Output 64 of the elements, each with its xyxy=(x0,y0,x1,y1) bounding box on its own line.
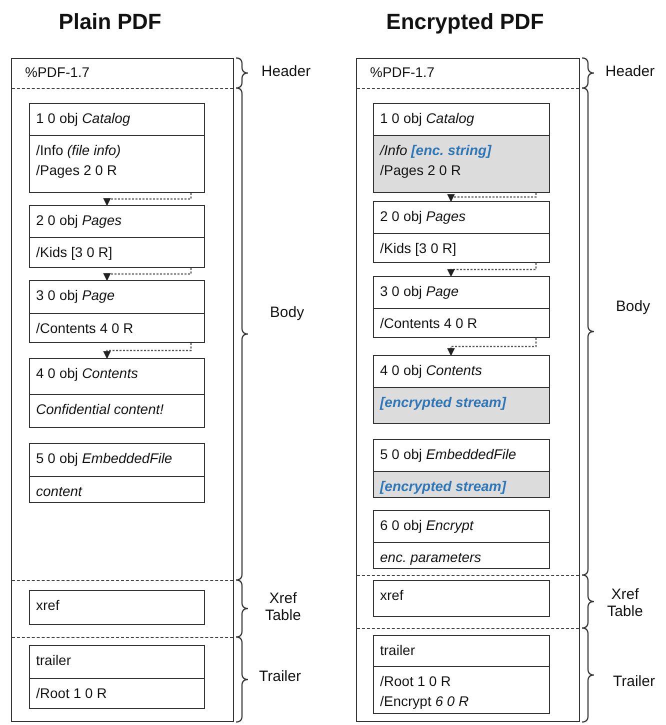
object-header: 5 0 obj EmbeddedFile xyxy=(380,445,518,464)
section-label: Header xyxy=(260,63,312,80)
reference-arrow xyxy=(447,193,537,202)
object-header: 3 0 obj Page xyxy=(36,286,116,305)
section-label: Xref Table xyxy=(606,586,644,620)
object-box xyxy=(373,355,550,424)
section-label: Header xyxy=(604,63,656,80)
object-entry: /Info (file info) xyxy=(36,141,122,160)
object-entry: /Kids [3 0 R] xyxy=(380,239,458,258)
object-header: 1 0 obj Catalog xyxy=(36,109,132,128)
object-box xyxy=(373,635,550,714)
panel-title: Plain PDF xyxy=(58,9,162,35)
object-header: 5 0 obj EmbeddedFile xyxy=(36,449,174,468)
section-label: Trailer xyxy=(258,668,302,685)
object-box xyxy=(29,103,205,193)
object-box xyxy=(373,580,550,617)
object-header: xref xyxy=(380,586,404,605)
object-header: 1 0 obj Catalog xyxy=(380,109,476,128)
object-box xyxy=(29,358,205,428)
section-label: Xref Table xyxy=(264,590,302,624)
panel-title: Encrypted PDF xyxy=(386,9,544,35)
object-entry: /Contents 4 0 R xyxy=(380,314,478,333)
header-line: %PDF-1.7 xyxy=(370,64,435,80)
object-box xyxy=(373,510,550,569)
object-entry: /Root 1 0 R xyxy=(36,684,108,703)
object-box xyxy=(29,280,205,343)
object-box xyxy=(29,645,205,709)
object-header: 3 0 obj Page xyxy=(380,282,460,301)
object-box xyxy=(373,201,550,263)
object-box xyxy=(373,103,550,193)
object-entry: [encrypted stream] xyxy=(380,393,508,412)
reference-arrow xyxy=(103,193,192,206)
object-box xyxy=(29,590,205,625)
section-label: Trailer xyxy=(612,673,656,690)
object-entry: /Kids [3 0 R] xyxy=(36,243,114,262)
object-entry: content xyxy=(36,482,84,501)
object-header: xref xyxy=(36,596,60,615)
object-entry: /Pages 2 0 R xyxy=(380,161,462,180)
reference-arrow xyxy=(103,343,192,359)
object-entry: /Contents 4 0 R xyxy=(36,319,134,338)
reference-arrow xyxy=(447,338,537,356)
section-label: Body xyxy=(268,304,306,321)
header-line: %PDF-1.7 xyxy=(25,64,90,80)
object-header: 6 0 obj Encrypt xyxy=(380,516,475,535)
object-entry: enc. parameters xyxy=(380,548,482,567)
object-header: 2 0 obj Pages xyxy=(380,207,467,226)
object-box xyxy=(29,443,205,503)
object-entry: /Pages 2 0 R xyxy=(36,161,118,180)
object-header: trailer xyxy=(36,651,72,670)
object-box xyxy=(373,276,550,338)
object-header: trailer xyxy=(380,641,416,660)
object-entry: [encrypted stream] xyxy=(380,477,508,496)
object-entry: /Root 1 0 R xyxy=(380,672,452,691)
object-entry: /Encrypt 6 0 R xyxy=(380,692,470,711)
object-box xyxy=(373,439,550,498)
object-header: 4 0 obj Contents xyxy=(36,364,139,383)
object-box xyxy=(29,205,205,268)
object-header: 4 0 obj Contents xyxy=(380,361,483,380)
reference-arrow xyxy=(103,268,192,281)
object-entry: /Info [enc. string] xyxy=(380,141,493,160)
object-entry: Confidential content! xyxy=(36,400,165,419)
reference-arrow xyxy=(447,263,537,277)
object-header: 2 0 obj Pages xyxy=(36,211,123,230)
section-label: Body xyxy=(614,298,652,315)
